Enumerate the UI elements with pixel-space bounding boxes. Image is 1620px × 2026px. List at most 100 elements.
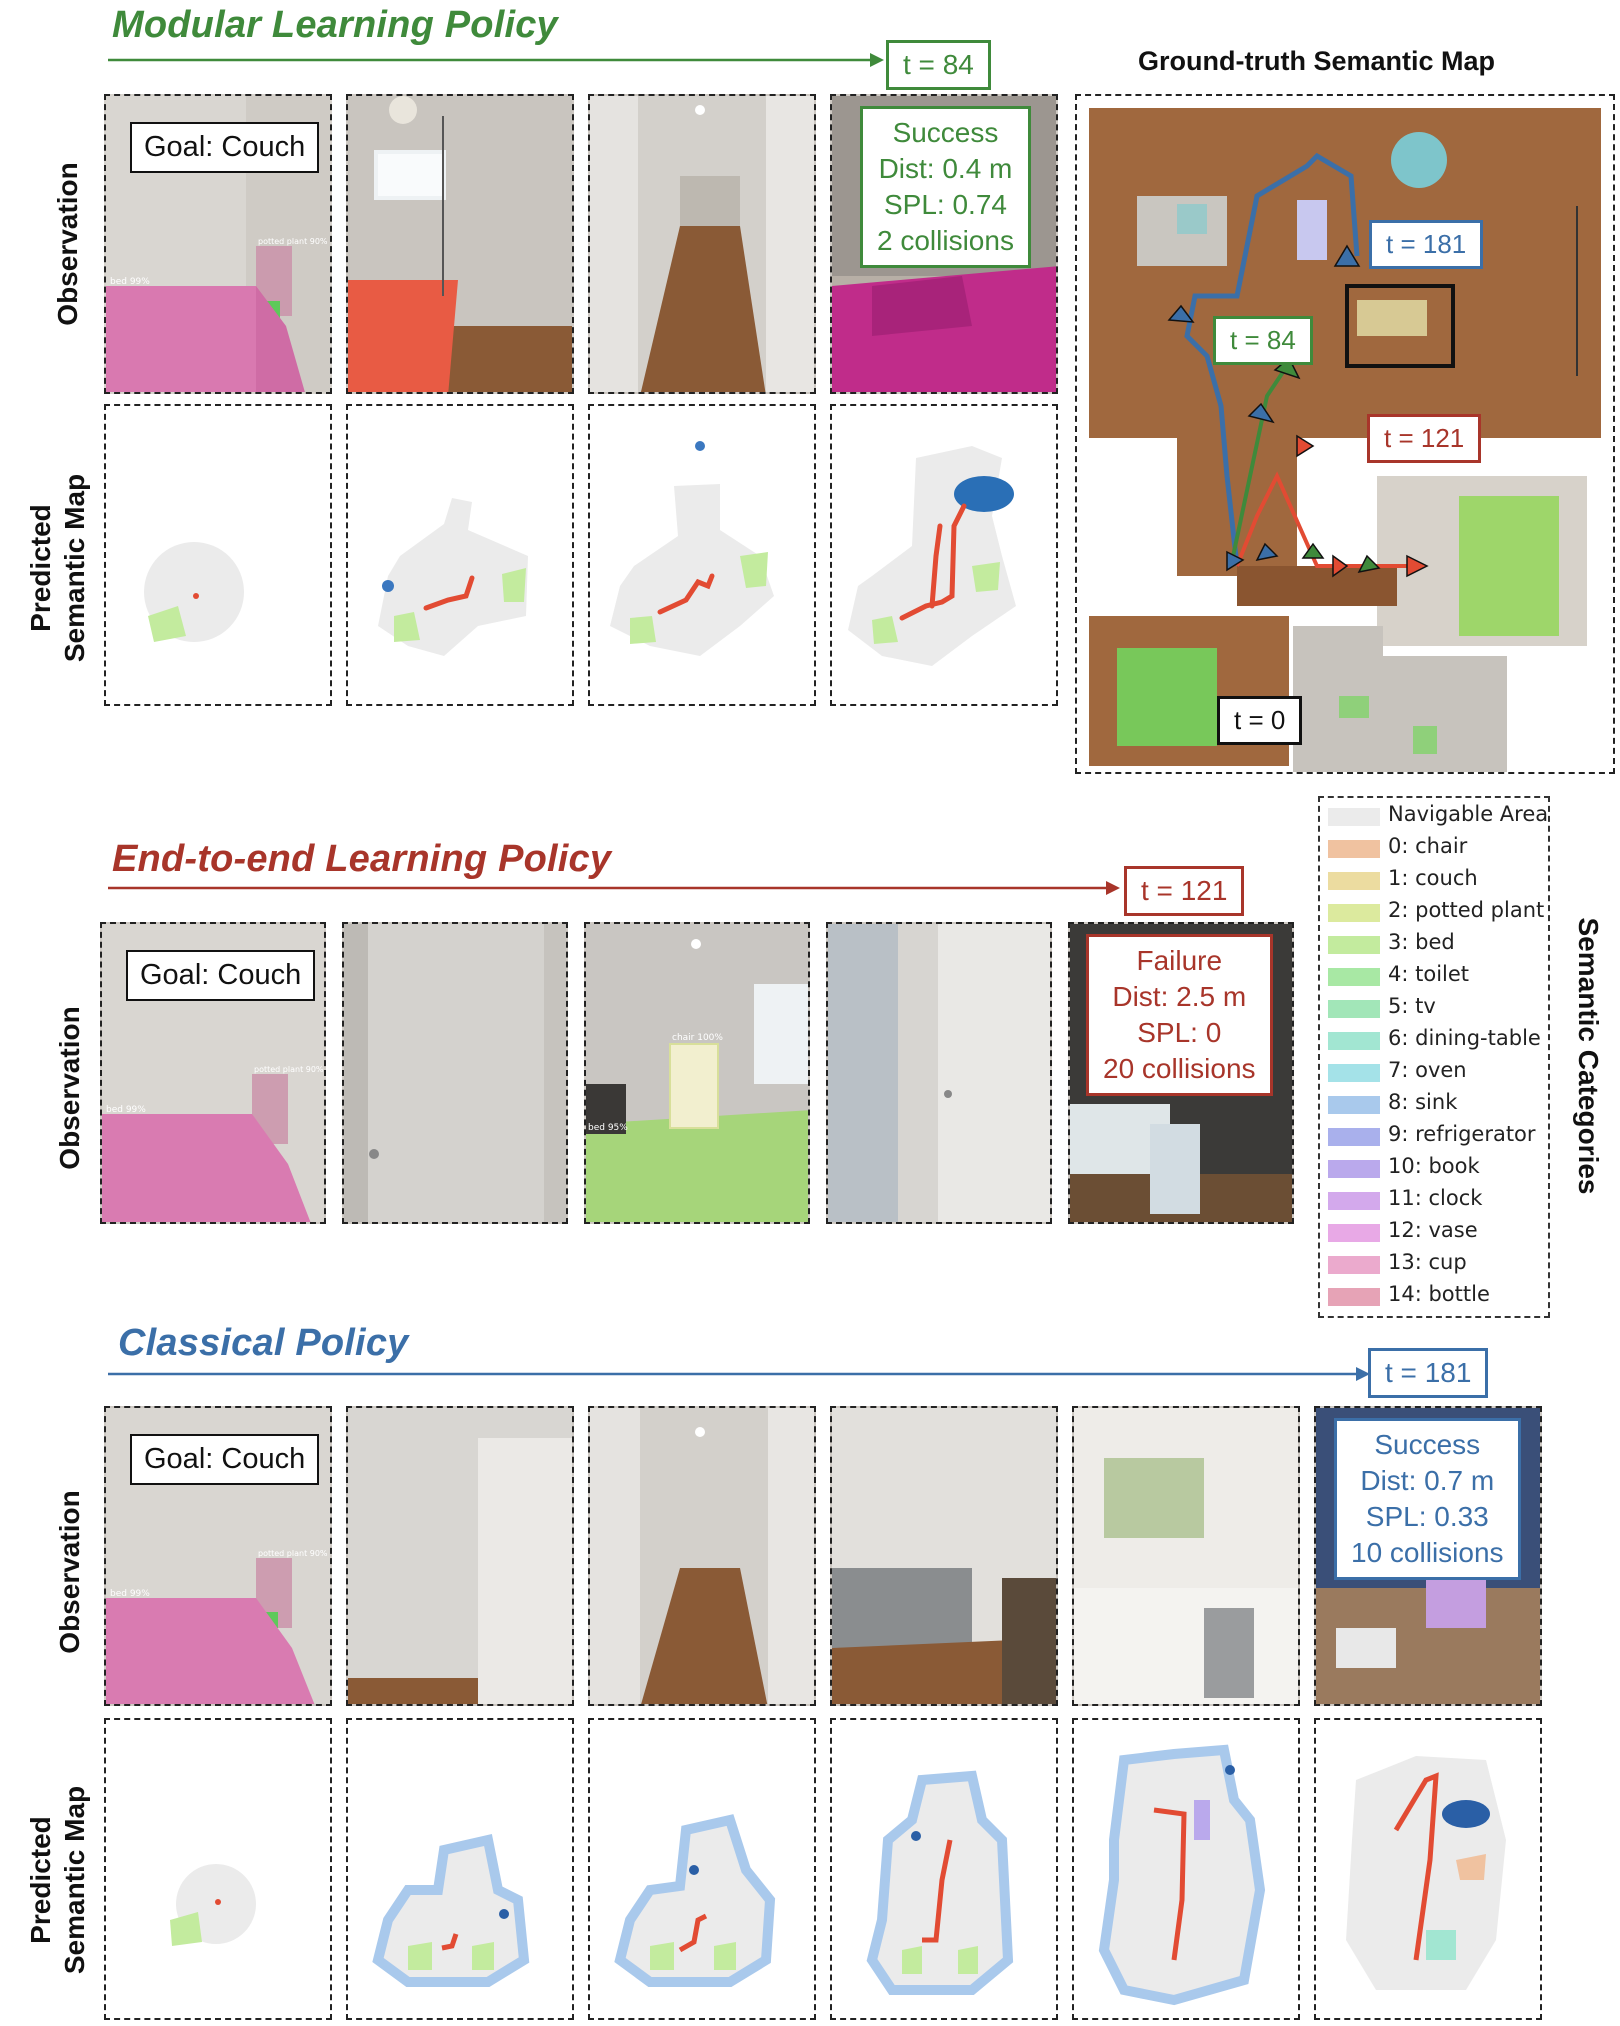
legend-label: 13: cup	[1388, 1250, 1467, 1274]
classical-result-box: Success Dist: 0.7 m SPL: 0.33 10 collisi…	[1334, 1418, 1521, 1580]
bed-detection-label-2: bed 95%	[588, 1123, 628, 1133]
legend-swatch-refrigerator	[1328, 1128, 1380, 1146]
modular-observation-3	[588, 94, 816, 394]
legend-label: 11: clock	[1388, 1186, 1483, 1210]
legend-label: 1: couch	[1388, 866, 1478, 890]
legend-label: 2: potted plant	[1388, 898, 1545, 922]
legend-item: 2: potted plant	[1324, 898, 1556, 926]
classical-timeline-arrow	[108, 1367, 1370, 1381]
classical-observation-label: Observation	[54, 1490, 85, 1654]
modular-timeline-arrow	[108, 53, 884, 67]
gt-marker-t181: t = 181	[1369, 220, 1484, 269]
classical-final-time: t = 181	[1368, 1348, 1489, 1398]
legend-swatch-dining-table	[1328, 1032, 1380, 1050]
bed-detection-label: bed 99%	[106, 1105, 146, 1115]
legend-item: 0: chair	[1324, 834, 1556, 862]
legend-swatch-potted-plant	[1328, 904, 1380, 922]
bedroom-view: bed 99% potted plant 90%	[106, 1408, 330, 1704]
modular-observation-label: Observation	[52, 162, 83, 326]
modular-result-box: Success Dist: 0.4 m SPL: 0.74 2 collisio…	[860, 106, 1031, 268]
legend-swatch-oven	[1328, 1064, 1380, 1082]
classical-map-4	[830, 1718, 1058, 2020]
legend-label: 14: bottle	[1388, 1282, 1490, 1306]
plant-detection-label: potted plant 90%	[254, 1065, 324, 1074]
gt-marker-t84: t = 84	[1213, 316, 1313, 365]
classical-observation-4	[830, 1406, 1058, 1706]
legend-label: 3: bed	[1388, 930, 1455, 954]
legend-item: 9: refrigerator	[1324, 1122, 1556, 1150]
end-to-end-observation-5: Failure Dist: 2.5 m SPL: 0 20 collisions	[1068, 922, 1294, 1224]
legend-label: 10: book	[1388, 1154, 1480, 1178]
legend-item: 4: toilet	[1324, 962, 1556, 990]
classical-observation-5	[1072, 1406, 1300, 1706]
gt-map-canvas	[1089, 108, 1601, 772]
legend-swatch-sink	[1328, 1096, 1380, 1114]
legend-item: 10: book	[1324, 1154, 1556, 1182]
gt-map-title: Ground-truth Semantic Map	[1138, 46, 1495, 76]
modular-map-1	[104, 404, 332, 706]
legend-label: 8: sink	[1388, 1090, 1458, 1114]
chair-detection-label: chair 100%	[672, 1033, 723, 1043]
door-view	[344, 924, 566, 1222]
bedroom-chair-view: chair 100% bed 95%	[586, 924, 808, 1222]
modular-observation-1: bed 99% potted plant 90% Goal: Couch	[104, 94, 332, 394]
legend-swatch-bottle	[1328, 1288, 1380, 1306]
modular-map-4	[830, 404, 1058, 706]
plant-detection-label: potted plant 90%	[258, 1549, 328, 1558]
classical-observation-1: bed 99% potted plant 90% Goal: Couch	[104, 1406, 332, 1706]
modular-map-3	[588, 404, 816, 706]
modular-observation-4: Success Dist: 0.4 m SPL: 0.74 2 collisio…	[830, 94, 1058, 394]
legend-item: Navigable Area	[1324, 802, 1556, 830]
modular-goal-label: Goal: Couch	[130, 122, 320, 173]
legend-swatch-navigable	[1328, 808, 1380, 826]
modular-observation-2	[346, 94, 574, 394]
legend-item: 6: dining-table	[1324, 1026, 1556, 1054]
legend-item: 8: sink	[1324, 1090, 1556, 1118]
legend-item: 11: clock	[1324, 1186, 1556, 1214]
modular-map-label: Predicted Semantic Map	[25, 473, 90, 663]
end-to-end-result-box: Failure Dist: 2.5 m SPL: 0 20 collisions	[1086, 934, 1273, 1096]
legend-swatch-book	[1328, 1160, 1380, 1178]
classical-observation-3	[588, 1406, 816, 1706]
bedroom-window-view	[348, 96, 572, 392]
end-to-end-observation-4	[826, 922, 1052, 1224]
gt-semantic-map: t = 181 t = 84 t = 121 t = 0	[1075, 94, 1615, 774]
legend-swatch-couch	[1328, 872, 1380, 890]
bed-detection-label: bed 99%	[110, 277, 150, 287]
gt-marker-t0: t = 0	[1217, 696, 1303, 745]
classical-observation-2	[346, 1406, 574, 1706]
end-to-end-observation-2	[342, 922, 568, 1224]
legend-swatch-toilet	[1328, 968, 1380, 986]
legend-label: 7: oven	[1388, 1058, 1467, 1082]
classical-map-label: Predicted Semantic Map	[25, 1785, 90, 1975]
legend-label: 5: tv	[1388, 994, 1436, 1018]
modular-final-time: t = 84	[886, 40, 991, 90]
end-to-end-final-time: t = 121	[1124, 866, 1245, 916]
hallway-view	[590, 96, 814, 392]
end-to-end-observation-3: chair 100% bed 95%	[584, 922, 810, 1224]
legend-swatch-chair	[1328, 840, 1380, 858]
classical-map-5	[1072, 1718, 1300, 2020]
legend-label: Navigable Area	[1388, 802, 1549, 826]
legend-swatch-bed	[1328, 936, 1380, 954]
legend-item: 1: couch	[1324, 866, 1556, 894]
legend-label: 6: dining-table	[1388, 1026, 1541, 1050]
bed-detection-label: bed 99%	[110, 1589, 150, 1599]
classical-map-6	[1314, 1718, 1542, 2020]
classical-map-2	[346, 1718, 574, 2020]
semantic-categories-title: Semantic Categories	[1573, 917, 1604, 1195]
semantic-categories-legend: Navigable Area 0: chair 1: couch 2: pott…	[1318, 796, 1550, 1318]
legend-item: 7: oven	[1324, 1058, 1556, 1086]
legend-swatch-cup	[1328, 1256, 1380, 1274]
end-to-end-policy-title: End-to-end Learning Policy	[112, 838, 612, 880]
legend-item: 3: bed	[1324, 930, 1556, 958]
legend-item: 12: vase	[1324, 1218, 1556, 1246]
legend-label: 0: chair	[1388, 834, 1468, 858]
classical-map-3	[588, 1718, 816, 2020]
classical-observation-6: Success Dist: 0.7 m SPL: 0.33 10 collisi…	[1314, 1406, 1542, 1706]
hallway-door-view	[828, 924, 1050, 1222]
legend-swatch-clock	[1328, 1192, 1380, 1210]
plant-detection-label: potted plant 90%	[258, 237, 328, 246]
legend-label: 9: refrigerator	[1388, 1122, 1536, 1146]
legend-swatch-tv	[1328, 1000, 1380, 1018]
